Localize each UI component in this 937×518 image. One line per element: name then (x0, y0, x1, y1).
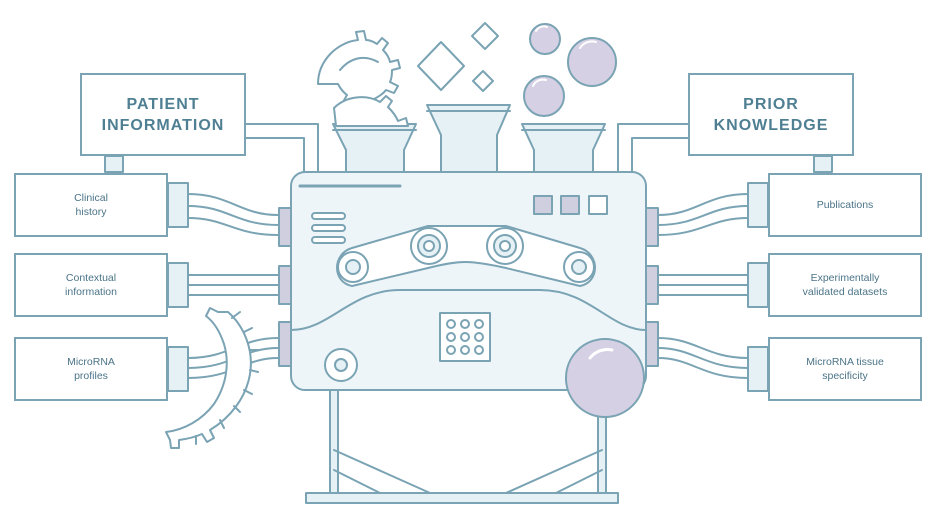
microrna-profiles-box: MicroRNA profiles (14, 337, 168, 401)
clinical-history-label: Clinical history (74, 192, 108, 218)
cables-left (167, 182, 279, 392)
gear-icon (165, 307, 259, 449)
conveyor-icon (336, 225, 596, 287)
cables-right (657, 182, 769, 392)
patient-information-box: PATIENT INFORMATION (80, 73, 246, 156)
publications-box: Publications (768, 173, 922, 237)
prior-knowledge-label: PRIOR KNOWLEDGE (713, 95, 829, 134)
contextual-information-box: Contextual information (14, 253, 168, 317)
button-panel-icon (533, 195, 608, 215)
microrna-tissue-specificity-label: MicroRNA tissue specificity (806, 356, 884, 382)
funnel-icon (332, 104, 606, 173)
gear-icon (333, 95, 409, 127)
diamond-icon (417, 22, 499, 92)
experimentally-validated-datasets-box: Experimentally validated datasets (768, 253, 922, 317)
vent-icon (311, 212, 346, 244)
experimentally-validated-datasets-label: Experimentally validated datasets (802, 272, 888, 298)
pipe-right-header (617, 123, 833, 179)
machine-legs (329, 379, 607, 494)
microrna-profiles-label: MicroRNA profiles (67, 356, 115, 382)
knob-icon (324, 348, 358, 382)
patient-information-label: PATIENT INFORMATION (101, 95, 225, 134)
machine-body (290, 171, 647, 391)
bubble-icon (523, 23, 617, 117)
clinical-history-box: Clinical history (14, 173, 168, 237)
prior-knowledge-box: PRIOR KNOWLEDGE (688, 73, 854, 156)
contextual-information-label: Contextual information (65, 272, 117, 298)
publications-label: Publications (816, 199, 874, 211)
keypad-icon (439, 312, 491, 362)
bubble-icon (565, 338, 645, 418)
pipe-left-header (104, 123, 319, 179)
microrna-tissue-specificity-box: MicroRNA tissue specificity (768, 337, 922, 401)
machine-base (305, 492, 619, 504)
